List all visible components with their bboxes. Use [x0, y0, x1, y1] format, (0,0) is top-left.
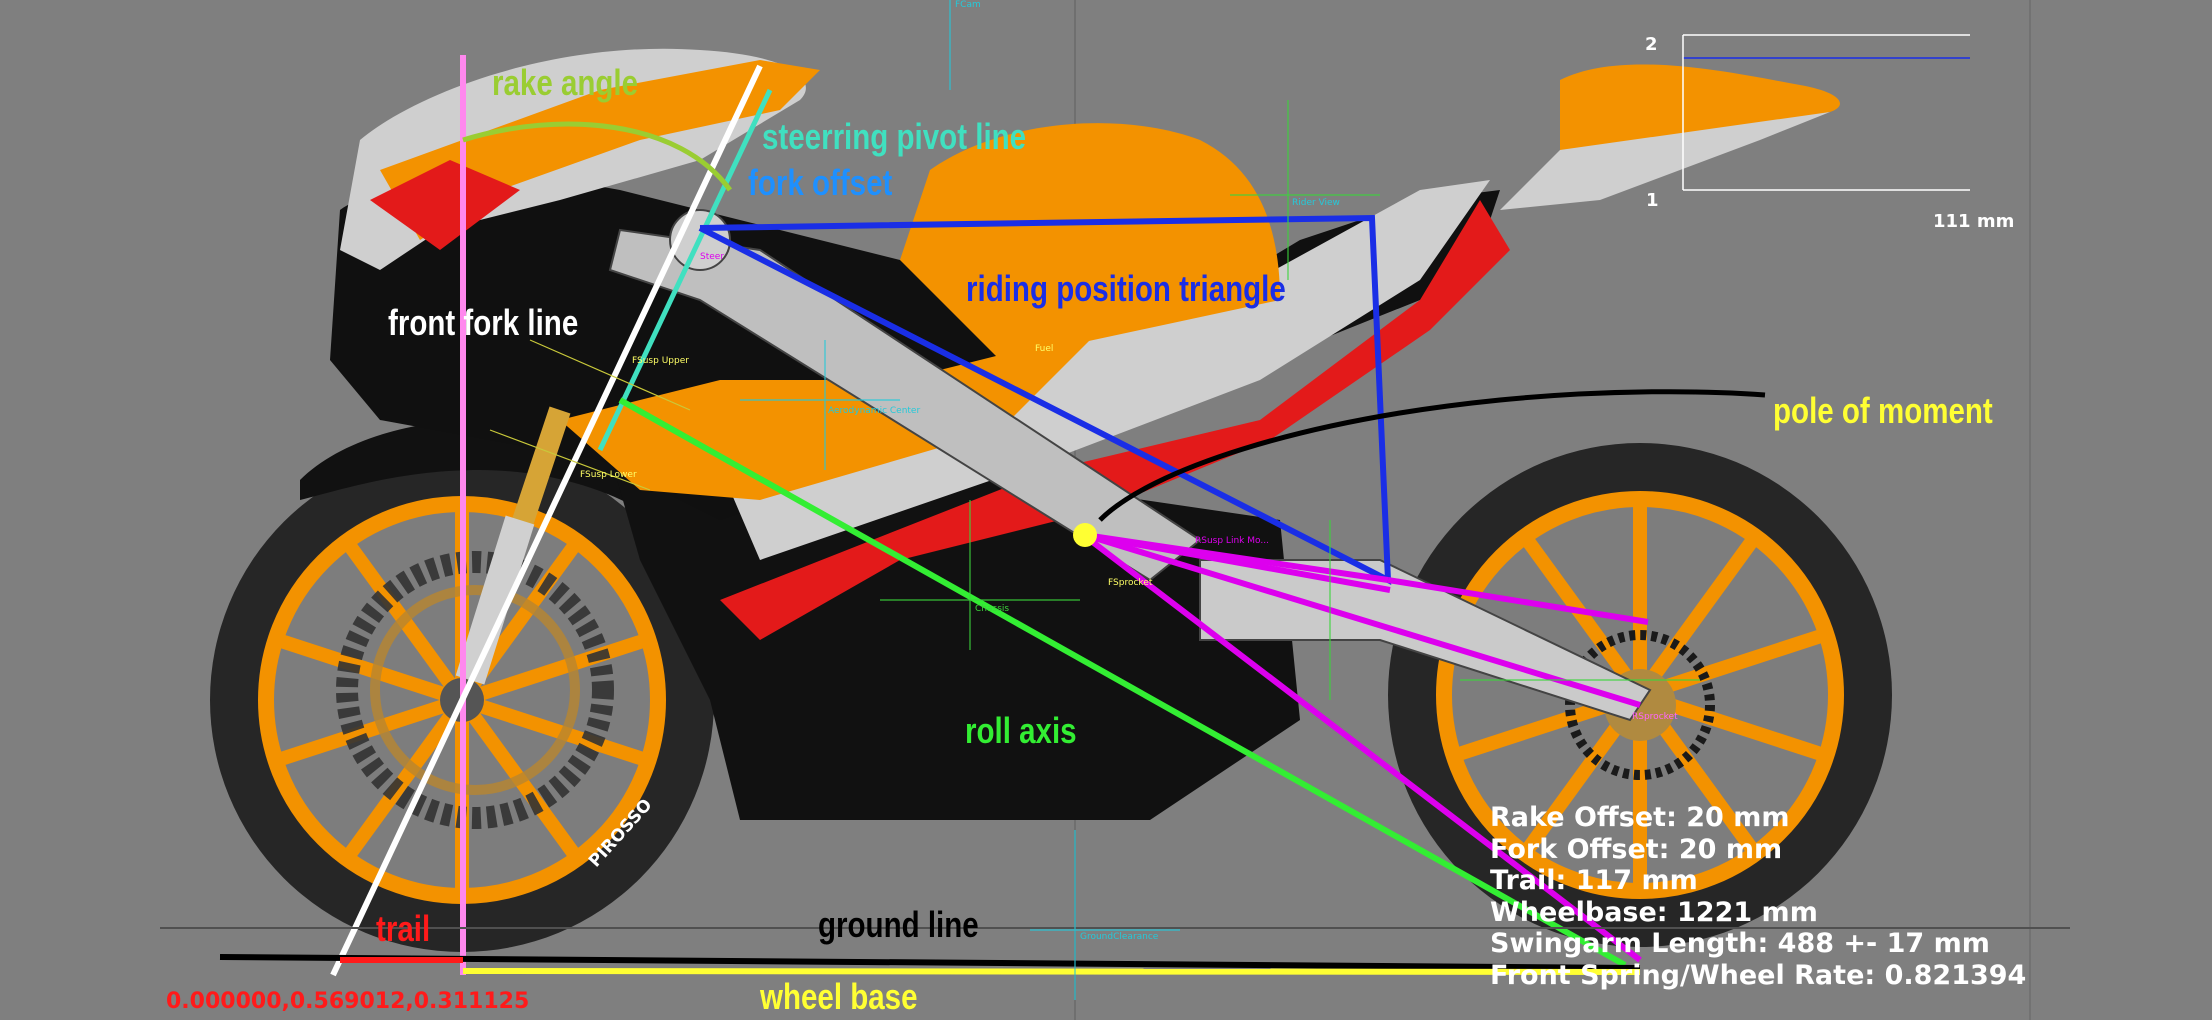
stat-front-spring-rate: Front Spring/Wheel Rate: 0.821394 [1490, 959, 2027, 991]
rake-angle-arc [462, 121, 733, 192]
label-ground-line: ground line [818, 904, 979, 945]
stat-trail: Trail: 117 mm [1490, 865, 1698, 896]
label-rsprocket: RSprocket [1632, 712, 1678, 722]
label-cam: FCam [955, 0, 981, 10]
label-chassis: Chassis [975, 604, 1010, 614]
stat-swingarm-length: Swingarm Length: 488 +- 17 mm [1490, 928, 1990, 959]
label-fork-offset: fork offset [748, 162, 893, 203]
steering-pivot-line [597, 88, 773, 452]
stat-wheelbase: Wheelbase: 1221 mm [1490, 896, 1818, 928]
stat-rake-offset: Rake Offset: 20 mm [1490, 802, 1790, 833]
label-riding-position-triangle: riding position triangle [966, 268, 1286, 309]
label-trail: trail [376, 908, 431, 949]
cursor-coordinates: 0.000000,0.569012,0.311125 [166, 989, 530, 1014]
label-steering-pivot-line: steerring pivot line [762, 116, 1027, 157]
label-roll-axis: roll axis [965, 710, 1077, 751]
stat-fork-offset: Fork Offset: 20 mm [1490, 833, 1783, 865]
scale-measure: 111 mm [1933, 211, 2015, 232]
label-wheel-base: wheel base [760, 976, 918, 1017]
label-fsusp-lower: FSusp Lower [580, 470, 637, 480]
label-rider-view: Rider View [1292, 198, 1340, 208]
scale-mark-top: 2 [1645, 34, 1658, 55]
pole-of-moment-point [1073, 523, 1097, 547]
swingarm-geometry [1084, 532, 1649, 963]
scale-indicator [1682, 34, 1970, 191]
pole-of-moment-curve [1098, 389, 1766, 522]
wheel-base-line [462, 968, 1641, 975]
label-pole-of-moment: pole of moment [1773, 390, 1993, 431]
front-fork-line [330, 64, 763, 977]
label-rsusp-link: RSusp Link Mo... [1195, 536, 1269, 546]
label-front-fork-line: front fork line [388, 302, 579, 343]
geometry-stats-panel: Rake Offset: 20 mm Fork Offset: 20 mm Tr… [1490, 802, 2026, 991]
label-ground-clearance: GroundClearance [1080, 932, 1159, 942]
label-steer: Steer [700, 252, 725, 262]
scale-mark-bottom: 1 [1646, 190, 1659, 211]
label-fsprocket: FSprocket [1108, 578, 1153, 588]
label-rake-angle: rake angle [492, 62, 639, 103]
label-fsusp-upper: FSusp Upper [632, 356, 689, 366]
label-fuel: Fuel [1035, 344, 1054, 354]
label-aerodynamic-center: Aerodynamic Center [828, 406, 921, 416]
riding-position-triangle [698, 214, 1392, 586]
roll-axis-line [618, 397, 1627, 968]
